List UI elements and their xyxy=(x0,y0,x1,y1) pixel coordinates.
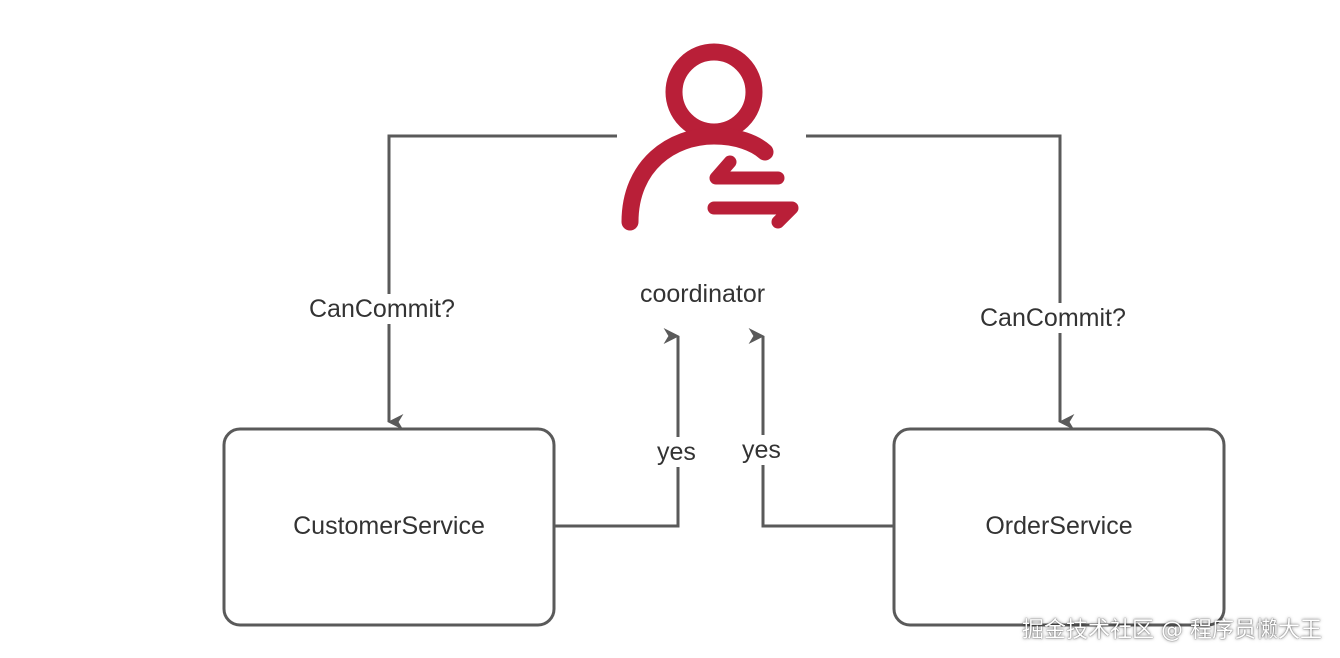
right-reply-connector xyxy=(748,328,894,528)
left-reply-label: yes xyxy=(653,437,700,467)
left-reply-connector xyxy=(554,328,680,528)
left-request-connector xyxy=(387,134,617,430)
right-request-label: CanCommit? xyxy=(976,303,1130,333)
order-service-label: OrderService xyxy=(985,512,1133,540)
right-request-connector xyxy=(806,134,1075,430)
right-reply-label: yes xyxy=(738,435,785,465)
watermark: 掘金技术社区 @ 程序员懒大王 xyxy=(1022,618,1322,643)
order-service-box xyxy=(892,427,1226,627)
customer-service-box xyxy=(222,427,556,627)
left-request-label: CanCommit? xyxy=(305,294,459,324)
user-exchange-icon xyxy=(621,43,799,231)
customer-service-label: CustomerService xyxy=(293,512,485,540)
coordinator-label: coordinator xyxy=(640,280,766,308)
